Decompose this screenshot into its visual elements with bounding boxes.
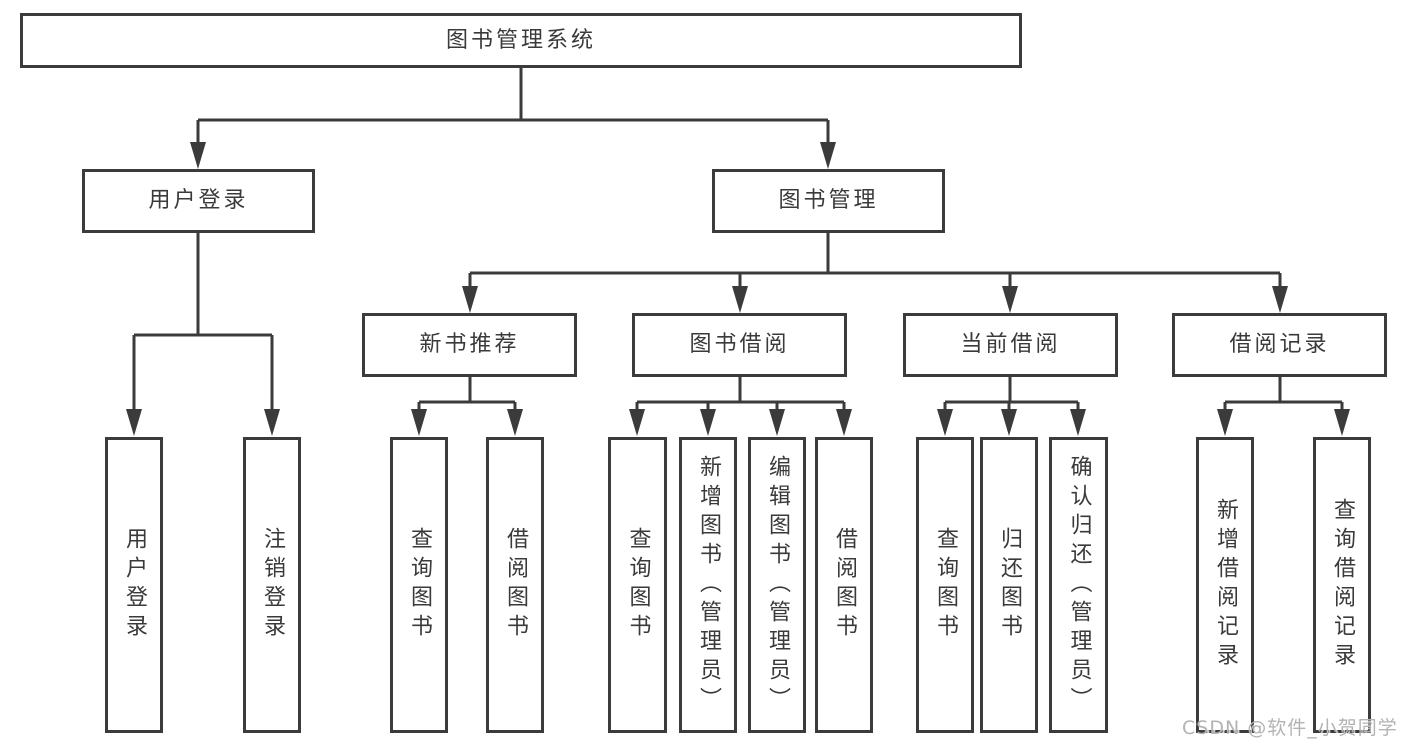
leaf-return-books: 归还图书 — [980, 437, 1038, 733]
leaf-add-borrow-record: 新增借阅记录 — [1196, 437, 1254, 733]
leaf-edit-books-admin: 编辑图书（管理员） — [748, 437, 806, 733]
leaf-user-login: 用户登录 — [105, 437, 163, 733]
leaf-borrow-books-recommend: 借阅图书 — [486, 437, 544, 733]
leaf-query-borrow-record: 查询借阅记录 — [1313, 437, 1371, 733]
node-library-management-system: 图书管理系统 — [20, 13, 1022, 68]
node-user-login: 用户登录 — [82, 169, 315, 233]
leaf-logout: 注销登录 — [243, 437, 301, 733]
node-new-book-recommendation: 新书推荐 — [362, 313, 577, 377]
csdn-watermark: CSDN @软件_小贺同学 — [1182, 717, 1398, 739]
leaf-query-books-borrow: 查询图书 — [608, 437, 667, 733]
node-borrowing-records: 借阅记录 — [1172, 313, 1387, 377]
leaf-query-books-current: 查询图书 — [916, 437, 974, 733]
node-book-management: 图书管理 — [712, 169, 945, 233]
leaf-query-books-recommend: 查询图书 — [390, 437, 448, 733]
node-current-borrowing: 当前借阅 — [903, 313, 1118, 377]
leaf-add-books-admin: 新增图书（管理员） — [679, 437, 737, 733]
node-book-borrowing: 图书借阅 — [632, 313, 847, 377]
tree-edges — [132, 68, 1344, 410]
leaf-borrow-books: 借阅图书 — [815, 437, 873, 733]
arrowheads — [126, 142, 1350, 436]
leaf-confirm-return-admin: 确认归还（管理员） — [1049, 437, 1108, 733]
